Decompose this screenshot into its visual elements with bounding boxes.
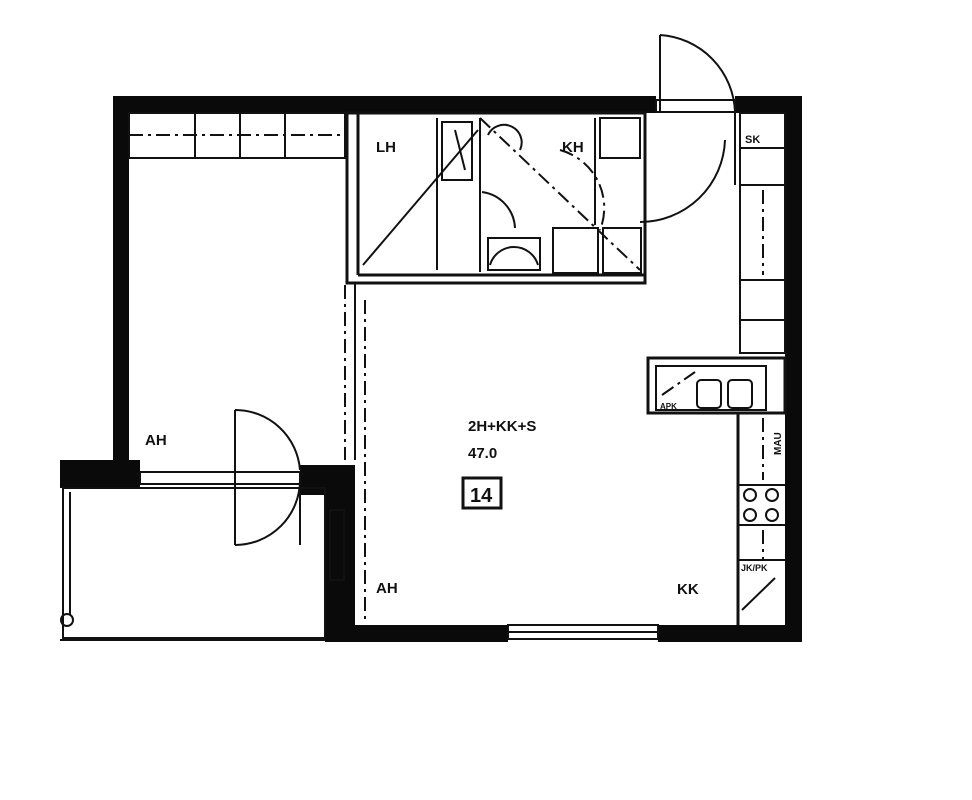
fixture-label-apk: APK xyxy=(660,402,677,411)
room-label-ah-living: AH xyxy=(376,580,398,597)
exterior-walls xyxy=(60,96,802,642)
bedroom-partition xyxy=(344,283,366,620)
balcony xyxy=(60,471,345,641)
windows xyxy=(507,624,659,640)
room-label-sk: SK xyxy=(745,134,760,146)
bedroom-wardrobes xyxy=(128,112,346,159)
right-closets xyxy=(739,112,786,354)
apartment-number-box xyxy=(461,476,503,510)
fixture-label-mau: MAU xyxy=(773,432,784,455)
apartment-number: 14 xyxy=(470,485,493,507)
room-label-lh: LH xyxy=(376,139,396,156)
bathroom-block xyxy=(345,111,647,285)
apartment-area: 47.0 xyxy=(468,445,497,462)
kitchen xyxy=(646,356,787,625)
room-label-ah-bedroom: AH xyxy=(145,432,167,449)
entrance-door xyxy=(639,34,736,223)
apartment-type: 2H+KK+S xyxy=(468,418,536,435)
fixture-label-jk-pk: JK/PK xyxy=(741,563,768,573)
room-label-kk: KK xyxy=(677,581,699,598)
room-label-kh: KH xyxy=(562,139,584,156)
bedroom-door xyxy=(234,408,301,546)
